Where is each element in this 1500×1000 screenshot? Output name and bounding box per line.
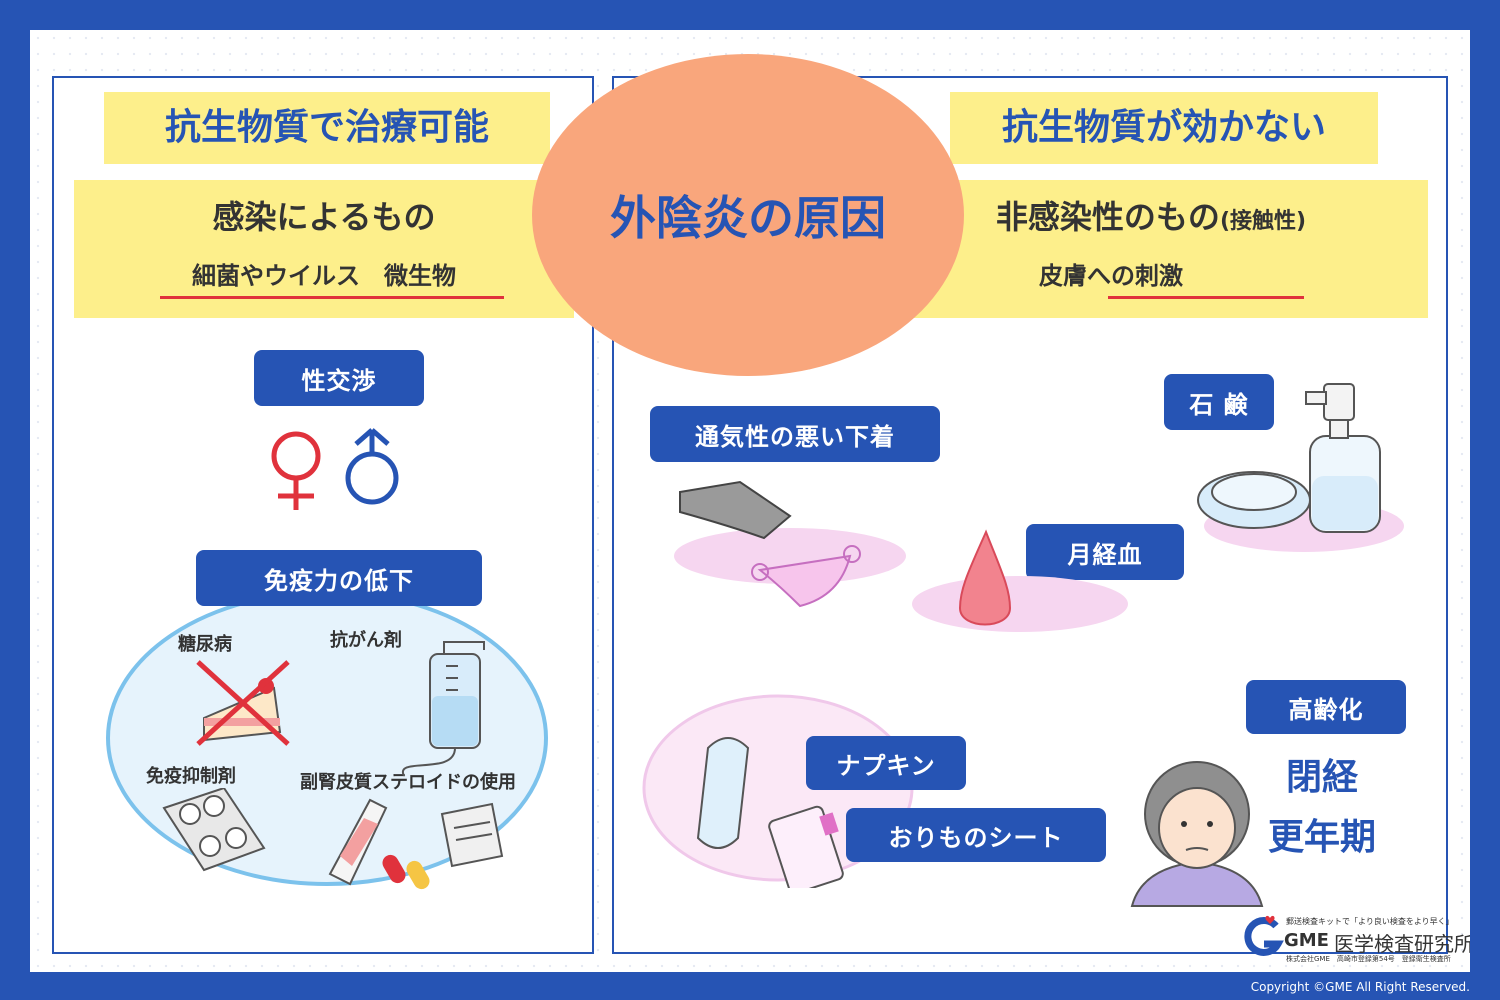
anticancer-label: 抗がん剤 (330, 630, 402, 651)
left-category: 感染によるもの (212, 198, 436, 236)
center-title-ellipse: 外陰炎の原因 (532, 54, 964, 376)
right-header-text: 抗生物質が効かない (1001, 107, 1326, 148)
gme-logo: 郵送検査キットで「より良い検査をより早く」 GME 医学検査研究所 株式会社GM… (1240, 914, 1470, 970)
right-examples: 皮膚への刺激 (1039, 262, 1183, 290)
left-header: 抗生物質で治療可能 (164, 107, 489, 148)
left-panel: 抗生物質で治療可能 感染によるもの 細菌やウイルス 微生物 性交渉 免疫力の低下… (52, 76, 594, 954)
steroid-medicine-icon (328, 798, 504, 890)
sex-label-badge: 性交渉 (254, 350, 424, 406)
gender-symbols-icon (271, 428, 399, 510)
logo-name: GME (1284, 930, 1329, 951)
climacteric-label: 更年期 (1268, 817, 1377, 858)
immunity-label-badge: 免疫力の低下 (196, 550, 482, 606)
left-header-box: 抗生物質で治療可能 (104, 92, 550, 164)
left-examples: 細菌やウイルス 微生物 (192, 262, 456, 290)
copyright-text: Copyright ©GME All Right Reserved. (1250, 980, 1470, 994)
aging-badge: 高齢化 (1246, 680, 1406, 734)
logo-institute: 医学検査研究所 (1334, 932, 1470, 956)
gme-g-mark-icon (1244, 915, 1284, 956)
male-symbol-icon (345, 451, 399, 505)
soap-bottle-icon (1197, 383, 1404, 552)
right-category: 非感染性のもの(接触性) (634, 192, 1428, 238)
steroid-label: 副腎皮質ステロイドの使用 (300, 772, 516, 793)
right-header: 抗生物質が効かない (950, 92, 1378, 164)
right-category-note: (接触性) (1219, 209, 1307, 234)
right-examples-underline (1108, 296, 1304, 299)
napkin-badge: ナプキン (806, 736, 966, 790)
cake-icon (196, 660, 290, 746)
logo-registration: 株式会社GME 高崎市登録第54号 登録衛生検査所 (1286, 955, 1451, 963)
blood-drop-icon (912, 529, 1128, 632)
underwear-badge: 通気性の悪い下着 (650, 406, 940, 462)
elderly-woman-icon (1130, 761, 1264, 907)
diabetes-label: 糖尿病 (178, 634, 232, 655)
underwear-icon (674, 480, 906, 608)
infographic-canvas: 抗生物質で治療可能 感染によるもの 細菌やウイルス 微生物 性交渉 免疫力の低下… (30, 30, 1470, 972)
female-symbol-icon (271, 431, 321, 481)
right-header-box: 抗生物質が効かない (950, 92, 1378, 164)
logo-tagline: 郵送検査キットで「より良い検査をより早く」 (1286, 917, 1454, 926)
panty-liner-badge: おりものシート (846, 808, 1106, 862)
left-examples-underline (160, 296, 504, 299)
pill-pack-icon (162, 788, 266, 872)
iv-drip-icon (401, 641, 485, 776)
right-category-text: 非感染性のもの (995, 198, 1220, 236)
page-title: 外陰炎の原因 (610, 191, 886, 245)
menstrual-badge: 月経血 (1026, 524, 1184, 580)
immunosuppressant-label: 免疫抑制剤 (146, 766, 236, 787)
menopause-label: 閉経 (1286, 757, 1359, 798)
soap-badge: 石 鹸 (1164, 374, 1274, 430)
left-category-box: 感染によるもの 細菌やウイルス 微生物 (74, 180, 574, 318)
